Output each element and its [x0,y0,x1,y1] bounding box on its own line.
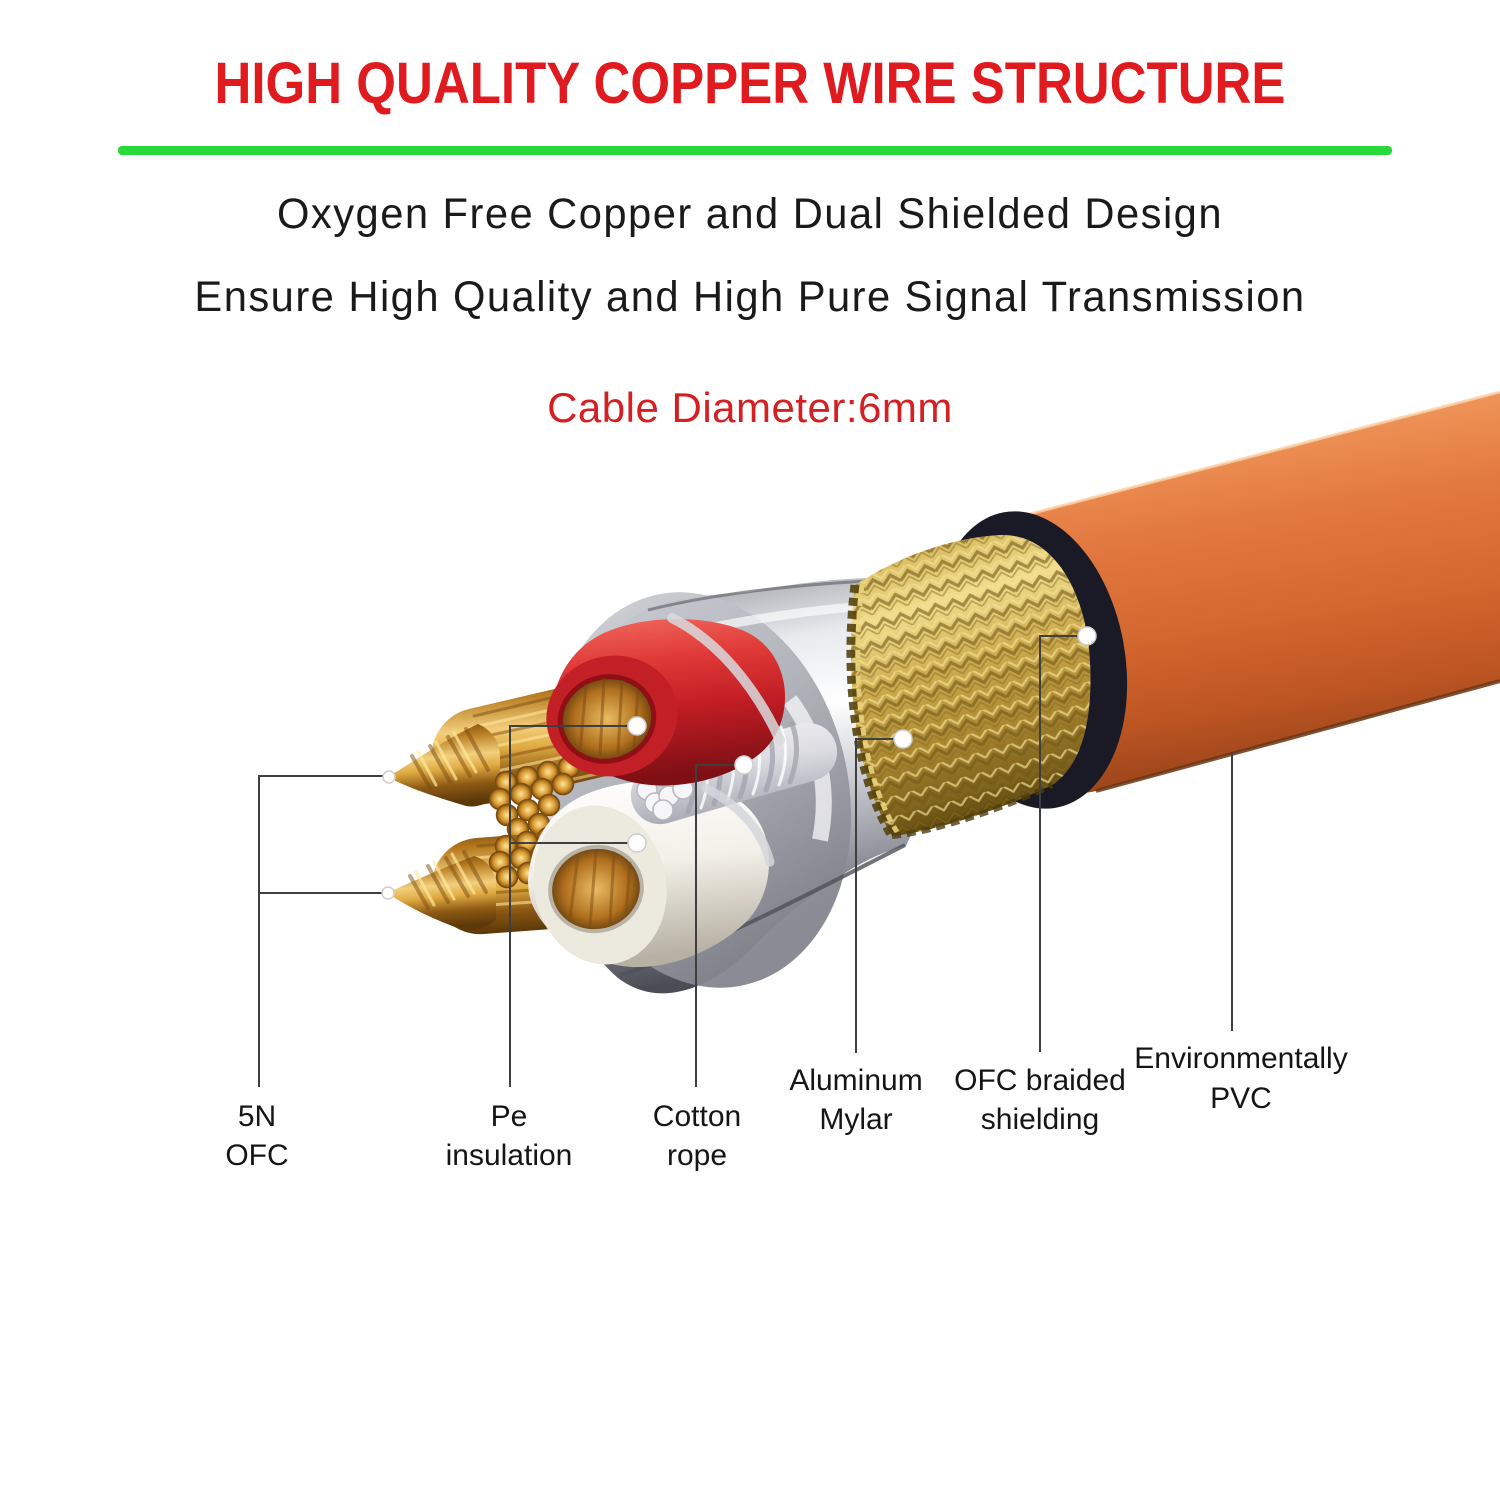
subtitle-line-1: Oxygen Free Copper and Dual Shielded Des… [277,190,1223,238]
mylar-entry-rims [667,613,785,867]
dot-cotton-rope [734,755,754,775]
dot-aluminum-mylar [893,729,913,749]
copper-bottom-twist-stripes [408,850,488,910]
dot-ofc-braid [1077,626,1097,646]
callout-5n-ofc [258,775,388,1087]
label-ofc-braided-line1: OFC braided [954,1064,1126,1097]
label-cotton-rope-line2: rope [667,1139,727,1172]
callout-lines [258,635,1233,1087]
dot-bottom-wire-tip [381,886,395,900]
callout-ofc-braided [1039,635,1087,1052]
label-ofc-braided-line2: shielding [981,1103,1099,1136]
callout-aluminum-mylar [855,738,903,1053]
label-cotton-rope-line1: Cotton [653,1100,741,1133]
label-aluminum-mylar-line1: Aluminum [789,1064,922,1097]
copper-top-twist-stripes [410,727,490,790]
white-tube-hole [548,844,644,934]
label-aluminum-mylar-line2: Mylar [819,1103,892,1136]
label-5n-ofc-line2: OFC [225,1139,288,1172]
dot-top-wire-tip [382,770,396,784]
callout-cotton-rope [695,764,744,1087]
label-pe-insulation-line1: Pe [491,1100,528,1133]
dot-white-insulation [627,833,647,853]
label-5n-ofc-line1: 5N [238,1100,276,1133]
braid-cut-rim-light [855,584,900,834]
cable-diameter-note: Cable Diameter:6mm [547,384,953,431]
pvc-top-highlight [1017,390,1500,519]
white-hole-strands [568,849,632,927]
braid-weave-texture [850,534,1091,836]
title-underline [118,146,1392,155]
label-pvc-line1: Environmentally [1134,1042,1347,1075]
callout-pe-insulation [509,725,637,1087]
ofc-braid-layer [846,534,1091,839]
page-title: HIGH QUALITY COPPER WIRE STRUCTURE [214,51,1286,116]
subtitle-line-2: Ensure High Quality and High Pure Signal… [194,273,1306,321]
braid-bottom-rim [891,782,1054,839]
callout-labels: 5N OFC Pe insulation Cotton rope Aluminu… [225,1042,1347,1172]
label-pvc-line2: PVC [1210,1082,1272,1115]
braid-cut-rim-dark [846,584,896,839]
pvc-bottom-shadow [1095,679,1500,793]
copper-top-twisted-tip [388,724,500,807]
label-pe-insulation-line2: insulation [446,1139,573,1172]
dot-red-insulation [627,716,647,736]
callout-dots [381,626,1097,900]
